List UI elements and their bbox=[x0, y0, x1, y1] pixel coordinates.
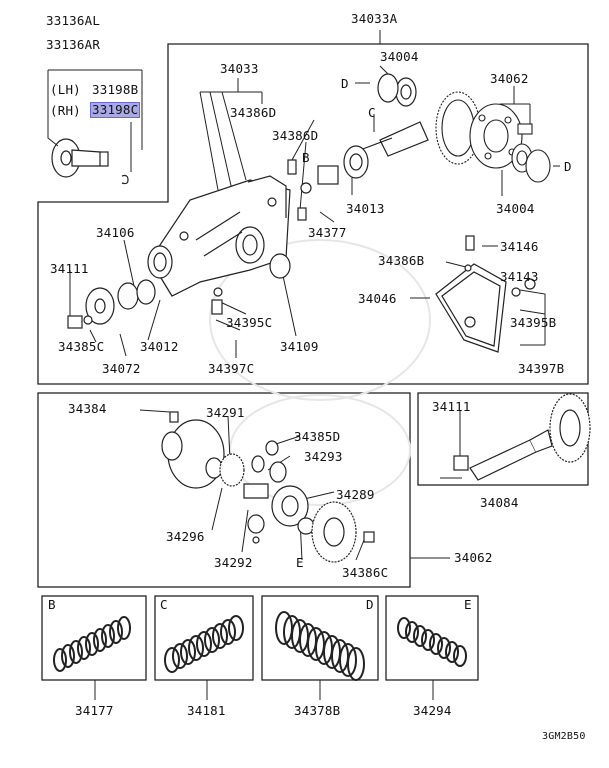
rear-cover-drawing bbox=[435, 235, 536, 353]
part-34397C[interactable]: 34397C bbox=[208, 361, 255, 376]
frame-main-upper bbox=[37, 43, 589, 385]
pinion-gear-drawing bbox=[453, 393, 591, 481]
part-34386D-b[interactable]: 34386D bbox=[272, 128, 319, 143]
part-34181[interactable]: 34181 bbox=[187, 703, 226, 718]
callout-b-1: B bbox=[302, 150, 310, 165]
part-34109[interactable]: 34109 bbox=[280, 339, 319, 354]
frame-differential bbox=[37, 392, 411, 588]
part-34395C[interactable]: 34395C bbox=[226, 315, 273, 330]
part-34111-upper[interactable]: 34111 bbox=[50, 261, 89, 276]
spring-34294 bbox=[397, 617, 467, 667]
part-34004-lower[interactable]: 34004 bbox=[496, 201, 535, 216]
leader-lines bbox=[47, 30, 560, 700]
part-34289[interactable]: 34289 bbox=[336, 487, 375, 502]
part-34385C[interactable]: 34385C bbox=[58, 339, 105, 354]
part-34013[interactable]: 34013 bbox=[346, 201, 385, 216]
part-34062-lower[interactable]: 34062 bbox=[454, 550, 493, 565]
part-34146[interactable]: 34146 bbox=[500, 239, 539, 254]
part-34111-lower[interactable]: 34111 bbox=[432, 399, 471, 414]
part-34291[interactable]: 34291 bbox=[206, 405, 245, 420]
part-34084[interactable]: 34084 bbox=[480, 495, 519, 510]
callout-d-3: D bbox=[366, 597, 374, 612]
spring-34177 bbox=[53, 616, 131, 672]
axle-shaft-drawing bbox=[51, 138, 129, 185]
part-34177[interactable]: 34177 bbox=[75, 703, 114, 718]
part-34386C[interactable]: 34386C bbox=[342, 565, 389, 580]
part-34033A[interactable]: 34033A bbox=[351, 11, 398, 26]
part-34395B[interactable]: 34395B bbox=[510, 315, 557, 330]
part-34386B[interactable]: 34386B bbox=[378, 253, 425, 268]
part-34293[interactable]: 34293 bbox=[304, 449, 343, 464]
part-34012[interactable]: 34012 bbox=[140, 339, 179, 354]
part-34377[interactable]: 34377 bbox=[308, 225, 347, 240]
carrier-drawing bbox=[147, 159, 307, 297]
part-34397B[interactable]: 34397B bbox=[518, 361, 565, 376]
part-33198B[interactable]: 33198B bbox=[92, 82, 139, 97]
callout-c-2: C bbox=[160, 597, 168, 612]
frame-spring-d bbox=[261, 595, 379, 681]
springs-drawing bbox=[53, 611, 467, 681]
callout-b-2: B bbox=[48, 597, 56, 612]
part-34072[interactable]: 34072 bbox=[102, 361, 141, 376]
callout-e-2: E bbox=[464, 597, 472, 612]
part-34294[interactable]: 34294 bbox=[413, 703, 452, 718]
side-flange-drawing bbox=[67, 253, 291, 329]
pinion-assembly-drawing bbox=[300, 73, 429, 194]
callout-d-2: D bbox=[564, 159, 572, 174]
part-33198C-highlighted[interactable]: 33198C bbox=[89, 102, 141, 118]
frame-spring-b bbox=[41, 595, 147, 681]
part-34296[interactable]: 34296 bbox=[166, 529, 205, 544]
part-34386D-a[interactable]: 34386D bbox=[230, 105, 277, 120]
spring-34378B bbox=[275, 611, 365, 681]
frame-spring-c bbox=[154, 595, 254, 681]
spring-34181 bbox=[164, 615, 244, 673]
part-34385D[interactable]: 34385D bbox=[294, 429, 341, 444]
side-lh: (LH) bbox=[50, 82, 81, 97]
side-rh: (RH) bbox=[50, 103, 81, 118]
part-34004-upper[interactable]: 34004 bbox=[380, 49, 419, 64]
part-34033[interactable]: 34033 bbox=[220, 61, 259, 76]
part-34062-upper[interactable]: 34062 bbox=[490, 71, 529, 86]
part-33136AR[interactable]: 33136AR bbox=[46, 37, 101, 52]
part-34292[interactable]: 34292 bbox=[214, 555, 253, 570]
frame-spring-e bbox=[385, 595, 479, 681]
part-34384[interactable]: 34384 bbox=[68, 401, 107, 416]
ring-gear-top-drawing bbox=[435, 91, 551, 183]
part-34378B[interactable]: 34378B bbox=[294, 703, 341, 718]
callout-e-1: E bbox=[296, 555, 304, 570]
callout-c-1: C bbox=[368, 105, 376, 120]
diagram-code: 3GM2B50 bbox=[542, 731, 586, 742]
part-33136AL[interactable]: 33136AL bbox=[46, 13, 101, 28]
part-34106[interactable]: 34106 bbox=[96, 225, 135, 240]
frames bbox=[37, 43, 589, 681]
callout-d-1: D bbox=[341, 76, 349, 91]
part-34143[interactable]: 34143 bbox=[500, 269, 539, 284]
differential-case-drawing bbox=[161, 411, 375, 563]
part-34046[interactable]: 34046 bbox=[358, 291, 397, 306]
